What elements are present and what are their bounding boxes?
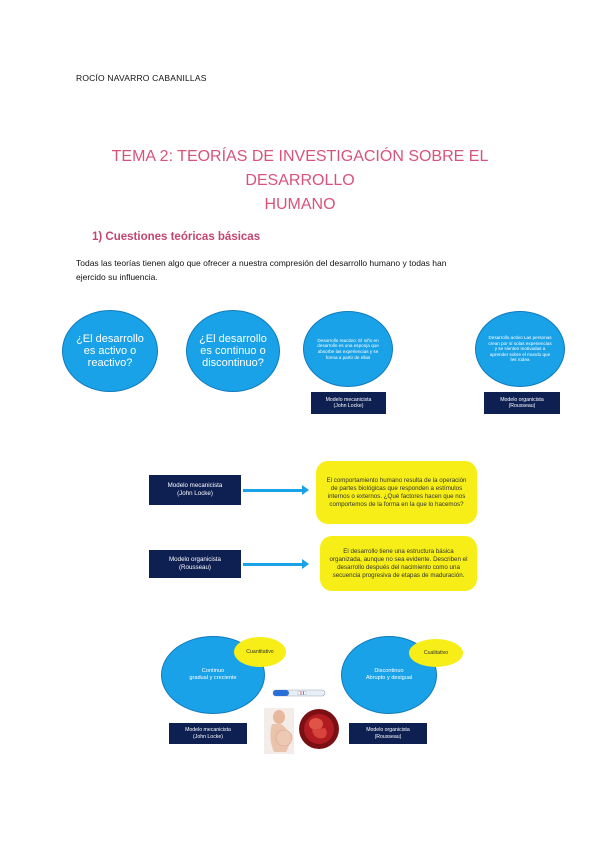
document-title: TEMA 2: TEORÍAS DE INVESTIGACIÓN SOBRE E…: [60, 145, 540, 217]
organicist-description-box: El desarrollo tiene una estructura básic…: [320, 536, 477, 591]
intro-line-2: ejercido su influencia.: [76, 272, 158, 282]
question-continuous-bubble: ¿El desarrollo es continuo o discontinuo…: [186, 310, 280, 392]
pregnant-woman-icon: [264, 708, 294, 754]
quantitative-tag: Cuantitativo: [234, 637, 286, 667]
pregnancy-test-icon: [272, 689, 326, 697]
arrow-right-icon: [243, 559, 309, 569]
mechanistic-model-label: Modelo mecanicista (John Locke): [311, 392, 386, 414]
mechanistic-model-box: Modelo mecanicista (John Locke): [149, 475, 241, 505]
reactive-development-bubble: Desarrollo reactivo: El niño en desarrol…: [303, 311, 393, 387]
arrow-right-icon: [243, 485, 309, 495]
title-line-2: HUMANO: [264, 196, 336, 213]
section-heading: 1) Cuestiones teóricas básicas: [92, 231, 261, 243]
organicist-model-tag: Modelo organicista (Rousseau): [349, 723, 427, 744]
organicist-model-box: Modelo organicista (Rousseau): [149, 550, 241, 578]
question-active-reactive-bubble: ¿El desarrollo es activo o reactivo?: [62, 310, 158, 392]
organicist-model-label: Modelo organicista (Rousseau): [484, 392, 560, 414]
active-development-bubble: Desarrollo activo Las personas crean por…: [475, 311, 565, 387]
intro-paragraph: Todas las teorías tienen algo que ofrece…: [76, 256, 536, 284]
title-line-1: TEMA 2: TEORÍAS DE INVESTIGACIÓN SOBRE E…: [111, 148, 489, 189]
intro-line-1: Todas las teorías tienen algo que ofrece…: [76, 258, 447, 268]
qualitative-tag: Cualitativo: [409, 639, 463, 667]
mechanistic-model-tag: Modelo mecanicista (John Locke): [169, 723, 247, 744]
mechanistic-description-box: El comportamiento humano resulta de la o…: [316, 461, 477, 524]
author-name: ROCÍO NAVARRO CABANILLAS: [76, 73, 207, 83]
fetus-icon: [299, 709, 339, 749]
